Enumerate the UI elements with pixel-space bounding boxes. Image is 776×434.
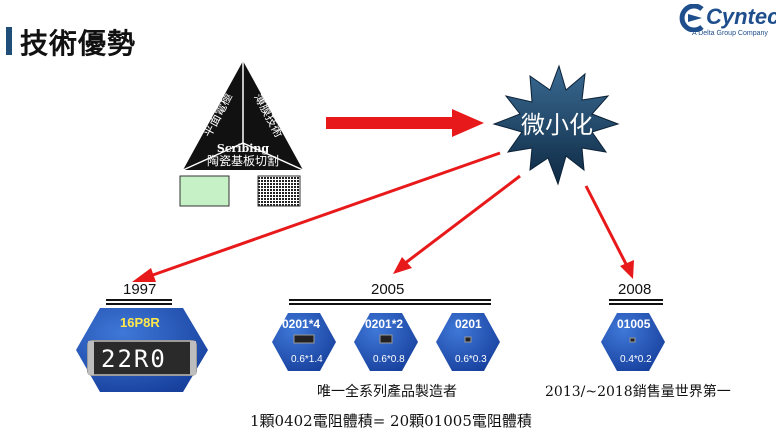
chip-0201x2-name: 0201*2: [365, 317, 404, 331]
rule-2008-bottom: [609, 303, 663, 305]
logo-tagline: A Delta Group Company: [692, 30, 768, 37]
chip-0201x4-image: [293, 334, 315, 344]
rule-2008-top: [609, 299, 663, 301]
chip-16p8r-name: 16P8R: [120, 315, 160, 330]
scribed-substrate-swatch: [257, 175, 301, 207]
chip-01005-size: 0.4*0.2: [620, 354, 652, 365]
chip-0201x2-image: [379, 334, 393, 344]
miniaturization-burst: 微小化: [492, 64, 620, 186]
rule-2005-bottom: [289, 303, 491, 305]
chip-0201-image: [464, 336, 472, 343]
title-accent-bar: [6, 27, 12, 55]
burst-label: 微小化: [521, 111, 593, 139]
planar-electrode-swatch: [179, 175, 230, 207]
chip-0201x4-size: 0.6*1.4: [291, 354, 323, 365]
burst-shape: [492, 64, 620, 186]
chip-0201x4-name: 0201*4: [282, 317, 321, 331]
rule-1997-top: [106, 299, 172, 301]
caption-sales-rank: 2013/~2018銷售量世界第一: [545, 384, 731, 400]
chip-01005-name: 01005: [617, 317, 651, 331]
cyntec-logo: Cyntec A Delta Group Company: [678, 2, 776, 42]
hex-16p8r: [76, 308, 208, 392]
resistor-marking: 22R0: [101, 345, 167, 373]
year-2008: 2008: [618, 281, 652, 298]
arrow-to-1997: [132, 151, 501, 282]
chip-0201-name: 0201: [455, 317, 482, 331]
triangle-bottom-label-zh: 陶瓷基板切割: [207, 153, 279, 168]
arrow-to-2008: [584, 185, 634, 279]
technology-triangle: 平面電極 薄膜技術 Scribing 陶瓷基板切割: [182, 61, 304, 171]
rule-1997-bottom: [106, 303, 172, 305]
page-title: 技術優勢: [20, 27, 137, 60]
caption-sole-maker: 唯一全系列產品製造者: [317, 384, 457, 400]
chip-01005-image: [629, 337, 636, 343]
rule-2005-top: [289, 299, 491, 301]
triangle-bottom-label-en: Scribing: [217, 142, 269, 155]
arrow-to-miniaturization: [326, 109, 484, 137]
chip-0201x2-size: 0.6*0.8: [373, 354, 405, 365]
arrow-to-2005: [393, 174, 521, 274]
caption-volume-compare: 1顆0402電阻體積= 20顆01005電阻體積: [250, 412, 532, 430]
chip-0201-size: 0.6*0.3: [455, 354, 487, 365]
cyntec-swoosh-icon: [679, 4, 704, 32]
year-1997: 1997: [123, 281, 157, 298]
logo-name: Cyntec: [706, 4, 776, 29]
year-2005: 2005: [371, 281, 405, 298]
